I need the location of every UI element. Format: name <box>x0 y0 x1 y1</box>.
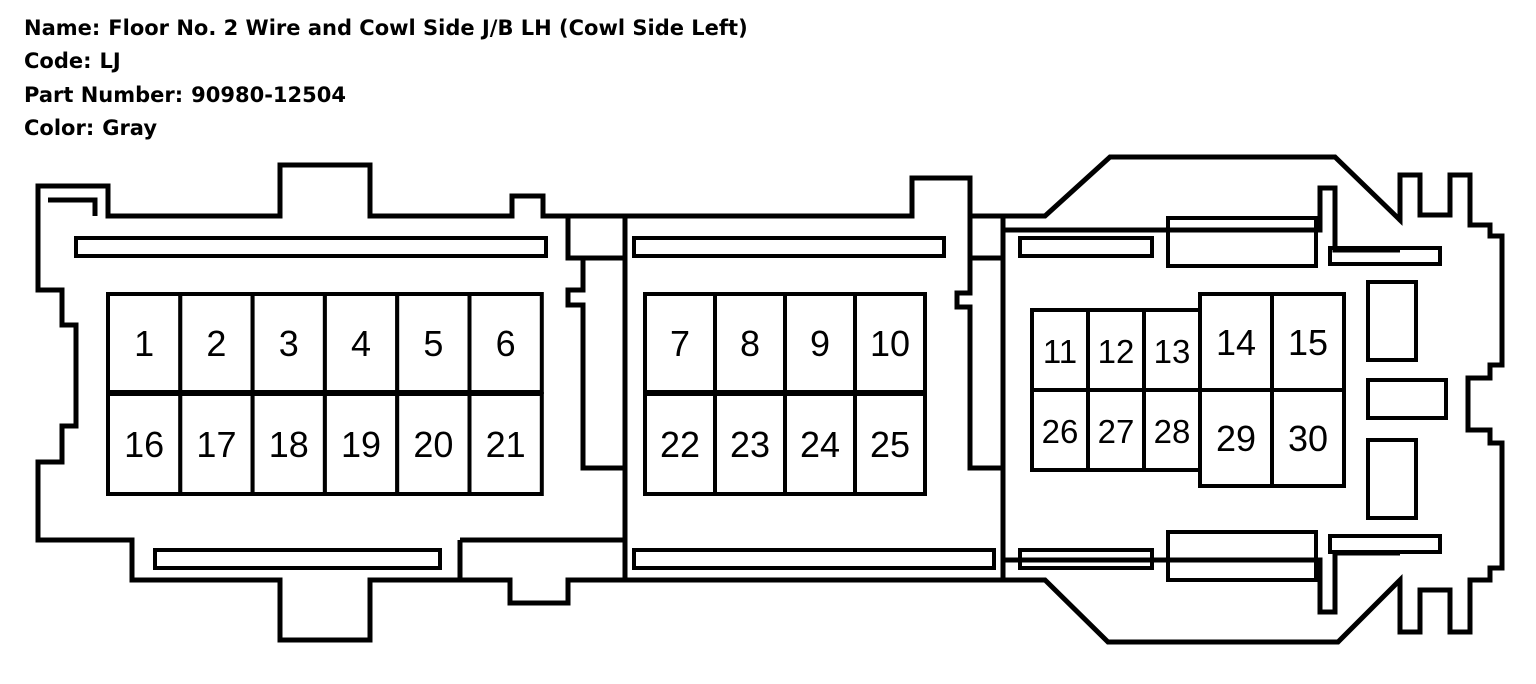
pin-cavity-5 <box>395 292 472 394</box>
pin-number-24: 24 <box>800 424 840 465</box>
pin-number-18: 18 <box>269 424 309 465</box>
slot-top-5 <box>1328 246 1442 266</box>
code-label: Code: <box>24 49 92 74</box>
pin-cavity-28 <box>1142 388 1202 472</box>
pin-cavity-30 <box>1270 388 1346 488</box>
pin-number-21: 21 <box>486 424 526 465</box>
pin-number-5: 5 <box>423 323 443 364</box>
pin-number-27: 27 <box>1098 413 1135 450</box>
pin-cavity-25 <box>853 392 927 496</box>
pin-number-17: 17 <box>196 424 236 465</box>
pin-cavity-23 <box>713 392 787 496</box>
pin-number-29: 29 <box>1216 418 1256 459</box>
slot-bot-2 <box>632 548 996 570</box>
pin-cavity-21 <box>467 392 544 496</box>
slot-top-1 <box>74 236 548 258</box>
left-notch <box>48 197 98 216</box>
pin-number-3: 3 <box>279 323 299 364</box>
slot-bot-1 <box>153 548 442 570</box>
pin-number-7: 7 <box>670 323 690 364</box>
pin-cavity-19 <box>322 392 400 496</box>
name-row: Name: Floor No. 2 Wire and Cowl Side J/B … <box>24 12 748 45</box>
pin-cavity-24 <box>783 392 857 496</box>
housing-outline <box>35 154 1505 645</box>
slot-bot-3 <box>1018 548 1154 570</box>
connector-color: Gray <box>102 116 158 141</box>
pin-cavity-7 <box>643 292 717 394</box>
name-label: Name: <box>24 16 101 40</box>
pin-number-2: 2 <box>206 323 226 364</box>
pin-cavity-17 <box>178 392 255 496</box>
connector-info: Name: Floor No. 2 Wire and Cowl Side J/B … <box>24 12 748 146</box>
code-row: Code: LJ <box>24 45 748 78</box>
color-label: Color: <box>24 116 95 141</box>
pin-number-10: 10 <box>870 323 910 364</box>
pin-number-26: 26 <box>1042 413 1079 450</box>
pin-number-12: 12 <box>1098 333 1135 370</box>
connector-code: LJ <box>99 49 121 74</box>
pin-cavity-2 <box>178 292 255 394</box>
pin-cavity-27 <box>1086 388 1146 472</box>
pin-number-15: 15 <box>1288 322 1328 363</box>
pin-number-22: 22 <box>660 424 700 465</box>
side-slot-2 <box>1366 378 1448 420</box>
connector-name: Floor No. 2 Wire and Cowl Side J/B LH (C… <box>108 16 748 40</box>
color-row: Color: Gray <box>24 112 748 145</box>
pin-number-13: 13 <box>1154 333 1191 370</box>
pin-number-4: 4 <box>351 323 371 364</box>
slot-bot-4 <box>1166 530 1318 582</box>
pin-cavity-3 <box>250 292 327 394</box>
pin-number-8: 8 <box>740 323 760 364</box>
part-number-label: Part Number: <box>24 82 184 107</box>
side-slot-3 <box>1366 438 1418 520</box>
pin-number-1: 1 <box>134 323 154 364</box>
mid-section-right-frame <box>954 258 1006 580</box>
pin-cavity-18 <box>250 392 327 496</box>
side-slot-1 <box>1366 280 1418 362</box>
slot-top-4 <box>1166 216 1318 268</box>
pin-cavity-9 <box>783 292 857 394</box>
pin-cavity-22 <box>643 392 717 496</box>
slot-bot-5 <box>1328 534 1442 554</box>
slot-top-2 <box>632 236 946 258</box>
pin-cavity-13 <box>1142 308 1202 392</box>
bottom-latch <box>457 537 625 580</box>
part-number-row: Part Number: 90980-12504 <box>24 79 748 112</box>
top-latch-right <box>967 216 1006 261</box>
pin-number-30: 30 <box>1288 418 1328 459</box>
part-number: 90980-12504 <box>191 82 346 107</box>
pin-number-11: 11 <box>1043 333 1077 370</box>
pin-number-14: 14 <box>1216 322 1256 363</box>
pin-cavity-20 <box>395 392 472 496</box>
top-latch-left <box>565 216 628 261</box>
pin-number-20: 20 <box>413 424 453 465</box>
pin-number-25: 25 <box>870 424 910 465</box>
mid-section-frame <box>565 255 628 580</box>
pin-number-6: 6 <box>496 323 516 364</box>
pin-number-9: 9 <box>810 323 830 364</box>
pin-cavity-6 <box>467 292 544 394</box>
pin-cavity-16 <box>106 392 183 496</box>
pin-number-16: 16 <box>124 424 164 465</box>
slot-top-3 <box>1018 236 1154 258</box>
pin-number-19: 19 <box>341 424 381 465</box>
pin-number-28: 28 <box>1154 413 1191 450</box>
pin-number-23: 23 <box>730 424 770 465</box>
